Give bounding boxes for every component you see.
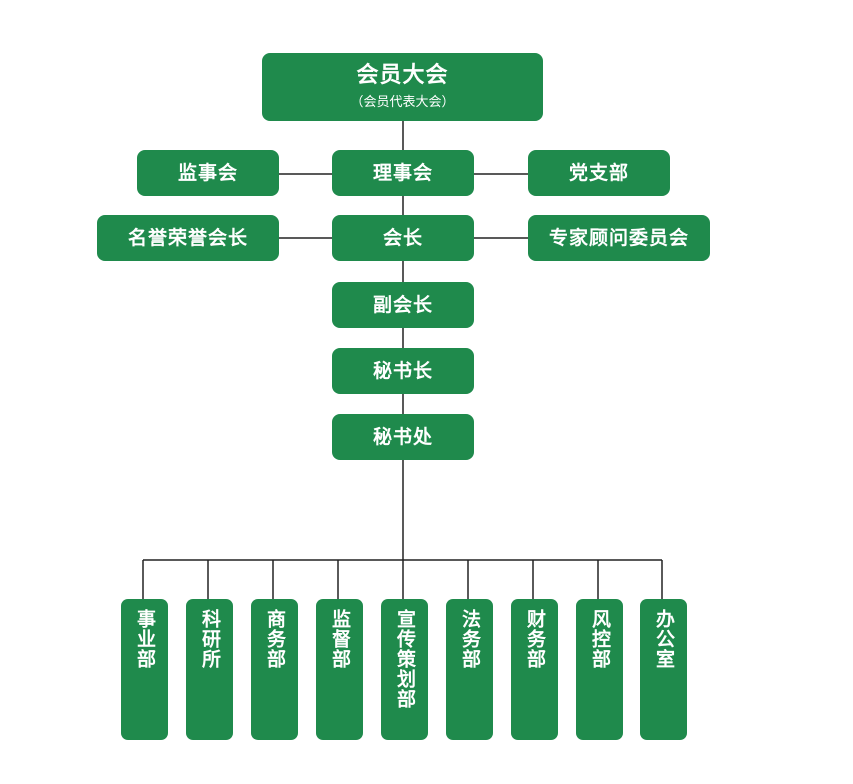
- party-branch-box: 党支部: [528, 150, 670, 196]
- department-label: 监督部: [329, 609, 351, 669]
- department-box: 财务部: [511, 599, 558, 740]
- secretary-general-label: 秘书长: [372, 359, 433, 382]
- department-label: 法务部: [459, 609, 481, 669]
- secretariat-box: 秘书处: [332, 414, 474, 460]
- party-branch-label: 党支部: [568, 161, 629, 184]
- department-label: 财务部: [524, 609, 546, 669]
- department-label: 科研所: [199, 609, 221, 669]
- honorary-president-label: 名誉荣誉会长: [127, 226, 248, 249]
- department-box: 风控部: [576, 599, 623, 740]
- department-box: 监督部: [316, 599, 363, 740]
- general-assembly-label: 会员大会: [356, 62, 449, 88]
- expert-committee-label: 专家顾问委员会: [548, 226, 689, 249]
- department-box: 商务部: [251, 599, 298, 740]
- secretary-general-box: 秘书长: [332, 348, 474, 394]
- supervisory-board-label: 监事会: [177, 161, 238, 184]
- general-assembly-box: 会员大会 （会员代表大会）: [262, 53, 543, 121]
- president-box: 会长: [332, 215, 474, 261]
- supervisory-board-box: 监事会: [137, 150, 279, 196]
- department-box: 法务部: [446, 599, 493, 740]
- honorary-president-box: 名誉荣誉会长: [97, 215, 279, 261]
- department-label: 风控部: [589, 609, 611, 669]
- expert-committee-box: 专家顾问委员会: [528, 215, 710, 261]
- council-label: 理事会: [372, 161, 433, 184]
- secretariat-label: 秘书处: [372, 425, 433, 448]
- department-box: 事业部: [121, 599, 168, 740]
- vice-president-box: 副会长: [332, 282, 474, 328]
- department-box: 宣传策划部: [381, 599, 428, 740]
- department-label: 事业部: [134, 609, 156, 669]
- general-assembly-sub-label: （会员代表大会）: [350, 95, 455, 111]
- department-box: 办公室: [640, 599, 687, 740]
- council-box: 理事会: [332, 150, 474, 196]
- department-box: 科研所: [186, 599, 233, 740]
- department-label: 宣传策划部: [394, 609, 416, 709]
- president-label: 会长: [382, 226, 423, 249]
- department-label: 办公室: [653, 609, 675, 669]
- vice-president-label: 副会长: [372, 293, 433, 316]
- department-label: 商务部: [264, 609, 286, 669]
